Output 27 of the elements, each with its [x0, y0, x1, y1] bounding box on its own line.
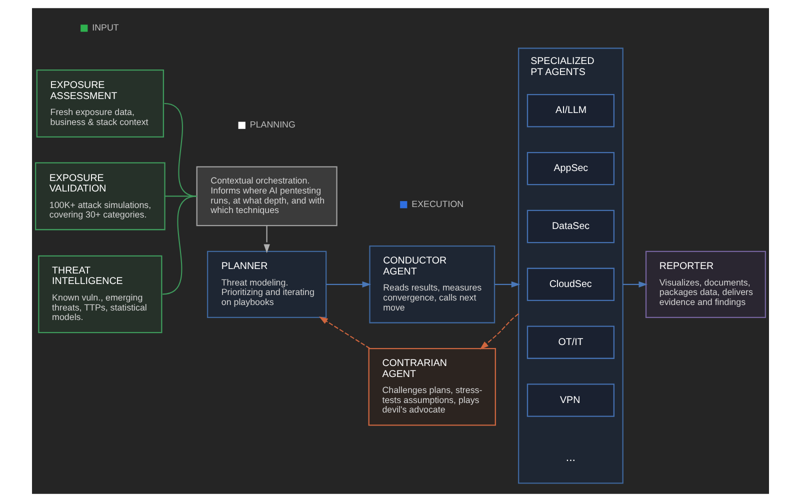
node-box: AppSec: [526, 152, 614, 186]
arrow: [263, 226, 270, 254]
node-box: AI/LLM: [526, 94, 614, 128]
node-box: PLANNER Threat modeling. Prioritizing and iterating on playbooks: [206, 250, 326, 318]
connector: [164, 196, 196, 197]
arrow: [318, 316, 370, 349]
node-box: VPN: [526, 384, 614, 417]
node-box: EXPOSURE VALIDATION 100K+ attack simulations, covering 30+ categories.: [34, 162, 165, 230]
arrow: [479, 313, 518, 350]
node-box: CONDUCTOR AGENT Reads results, measures convergence, calls next move: [368, 246, 495, 324]
node-box: OT/IT: [526, 326, 614, 359]
node-box: EXPOSURE ASSESSMENT Fresh exposure data, business & stack context: [36, 70, 164, 138]
label: ...: [565, 452, 576, 464]
connector: [162, 196, 196, 295]
node-box: Contextual orchestration. Informs where AI pentesting runs, at what depth, and with which techniques: [196, 166, 337, 226]
connector: [164, 102, 196, 197]
node-box: CloudSec: [526, 268, 614, 302]
arrow: [622, 281, 648, 288]
arrow: [494, 281, 520, 288]
legend-label: PLANNING: [249, 120, 295, 130]
node-box: DataSec: [526, 210, 614, 244]
node-box: CONTRARIAN AGENT Challenges plans, stress-tests assumptions, plays devil's advocate: [368, 348, 496, 426]
legend-label: INPUT: [92, 22, 118, 32]
node-box: THREAT INTELLIGENCE Known vuln., emerging threats, TTPs, statistical models.: [38, 255, 162, 334]
legend-label: EXECUTION: [411, 198, 464, 209]
arrow: [326, 281, 371, 288]
node-box: REPORTER Visualizes, documents, packages data, delivers evidence and findings: [644, 250, 766, 318]
